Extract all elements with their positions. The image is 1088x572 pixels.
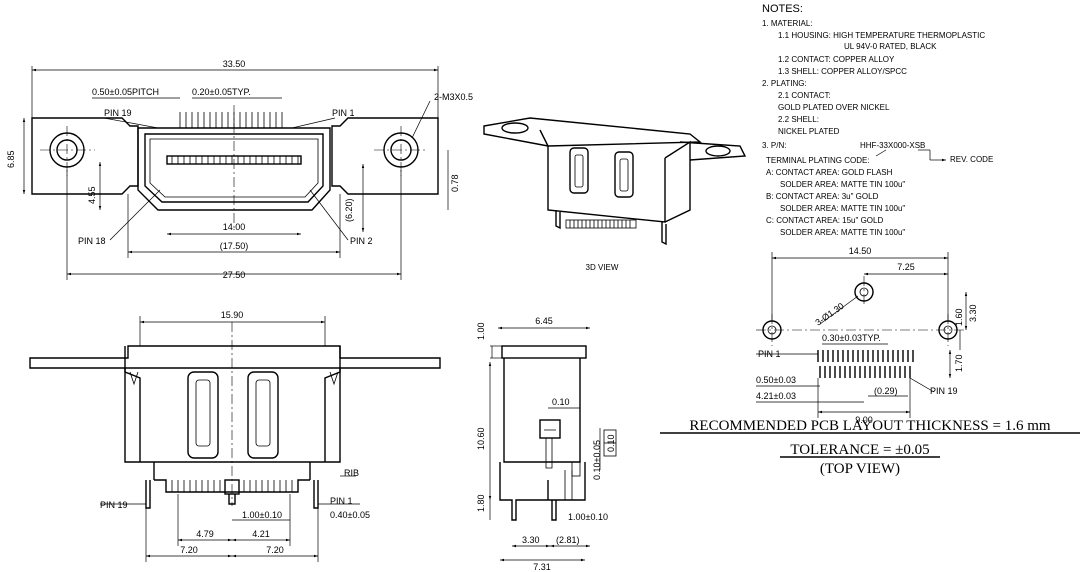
pcb-footer: RECOMMENDED PCB LAYOUT THICKNESS = 1.6 m…	[660, 418, 1080, 477]
note-line: B: CONTACT AREA: 3u" GOLD	[766, 192, 879, 201]
label-pin-2: PIN 2	[350, 236, 373, 246]
dim-bottom-width: 15.90	[221, 310, 244, 320]
label-pin-18: PIN 18	[78, 236, 106, 246]
dim-pcb-hole-offset: 1.60	[954, 308, 964, 326]
dim-side-flatness: 0.10±0.05	[592, 440, 602, 480]
footer-tolerance: TOLERANCE = ±0.05	[790, 442, 929, 458]
label-pcb-pin-1: PIN 1	[758, 349, 781, 359]
note-line: SOLDER AREA: MATTE TIN 100u"	[780, 204, 905, 213]
note-line: GOLD PLATED OVER NICKEL	[778, 103, 890, 112]
dim-pcb-half: 7.25	[897, 262, 915, 272]
dim-screw: 2-M3X0.5	[434, 92, 473, 102]
dim-opening-height: (6.20)	[344, 198, 354, 222]
note-line: 1.3 SHELL: COPPER ALLOY/SPCC	[778, 67, 907, 76]
front-view: 33.50 0.50±0.05PITCH 0.20±0.05TYP. 2-M3X…	[6, 59, 473, 280]
label-bottom-pin-19: PIN 19	[100, 500, 128, 510]
label-rib: RIB	[344, 468, 359, 478]
dim-side-left: 3.30	[522, 535, 540, 545]
label-pcb-pin-19: PIN 19	[930, 386, 958, 396]
dim-side-leg: 1.80	[476, 494, 486, 512]
bottom-view: 15.90 RIB 1.00±0.10 0.40±0.05 4.79 4.21 …	[29, 310, 441, 562]
dim-side-height: 10.60	[476, 427, 486, 450]
note-line: C: CONTACT AREA: 15u" GOLD	[766, 216, 883, 225]
caption-3d-view: 3D VIEW	[586, 263, 619, 272]
dim-side-total: 7.31	[533, 562, 551, 572]
dim-lower: 4.55	[87, 186, 97, 204]
view-3d: 3D VIEW	[483, 117, 747, 272]
dim-pcb-offset: 4.21±0.03	[756, 391, 796, 401]
side-view: 1.00 6.45 0.10 10.60 0.10±0.05 0.10 1.80…	[476, 316, 617, 572]
part-number: HHF-33X000-XSB	[860, 141, 925, 150]
dim-side-width: 6.45	[535, 316, 553, 326]
dim-pcb-pad-width: 0.30±0.03TYP.	[822, 333, 881, 343]
dim-pcb-row: 1.70	[954, 354, 964, 372]
dim-hole-distance: 27.50	[223, 270, 246, 280]
dim-bottom-half-left: 7.20	[180, 545, 198, 555]
dim-front-width: 33.50	[223, 59, 246, 69]
note-line: 1.2 CONTACT: COPPER ALLOY	[778, 55, 895, 64]
label-pin-1: PIN 1	[332, 108, 355, 118]
note-line: 2. PLATING:	[762, 79, 807, 88]
dim-pcb-holes: 3-Ø1.30	[813, 301, 845, 328]
note-line: 2.1 CONTACT:	[778, 91, 831, 100]
footer-thickness: RECOMMENDED PCB LAYOUT THICKNESS = 1.6 m…	[689, 418, 1050, 434]
note-line: TERMINAL PLATING CODE:	[766, 156, 870, 165]
dim-offset: 0.78	[450, 174, 460, 192]
note-line: 3. P/N:	[762, 141, 786, 150]
label-pin-19: PIN 19	[104, 108, 132, 118]
dim-pcb-hole-height: 3.30	[968, 304, 978, 322]
dim-bottom-pin: 0.40±0.05	[330, 510, 370, 520]
dim-pcb-pad-span: 9.00	[855, 415, 873, 425]
note-line: REV. CODE	[950, 155, 993, 164]
dim-pitch: 0.50±0.05PITCH	[92, 87, 159, 97]
dim-pin-width: 0.20±0.05TYP.	[192, 87, 251, 97]
dim-side-top: 1.00	[476, 322, 486, 340]
note-line: A: CONTACT AREA: GOLD FLASH	[766, 168, 893, 177]
notes-block: NOTES: 1. MATERIAL: 1.1 HOUSING: HIGH TE…	[762, 3, 993, 237]
notes-title: NOTES:	[762, 3, 803, 15]
dim-front-height: 6.85	[6, 150, 16, 168]
dim-tongue-width: 14.00	[223, 222, 246, 232]
dim-bottom-right: 4.21	[252, 529, 270, 539]
note-line: 1. MATERIAL:	[762, 19, 813, 28]
note-line: 1.1 HOUSING: HIGH TEMPERATURE THERMOPLAS…	[778, 31, 985, 40]
dim-side-pin: 1.00±0.10	[568, 512, 608, 522]
dim-bottom-pitch: 1.00±0.10	[242, 510, 282, 520]
dim-pcb-stagger: (0.29)	[874, 386, 898, 396]
dim-pcb-pitch: 0.50±0.03	[756, 375, 796, 385]
note-line: UL 94V-0 RATED, BLACK	[844, 42, 937, 51]
pad-row-top	[817, 350, 914, 378]
dim-bottom-left: 4.79	[196, 529, 214, 539]
dim-bottom-half-right: 7.20	[266, 545, 284, 555]
dim-side-flatness-box: 0.10	[606, 434, 616, 452]
dim-side-mid: (2.81)	[556, 535, 580, 545]
note-line: 2.2 SHELL:	[778, 115, 819, 124]
note-line: SOLDER AREA: MATTE TIN 100u"	[780, 228, 905, 237]
label-bottom-pin-1: PIN 1	[330, 496, 353, 506]
note-line: SOLDER AREA: MATTE TIN 100u"	[780, 180, 905, 189]
dim-shell-width: (17.50)	[220, 241, 249, 251]
dim-pcb-width: 14.50	[849, 246, 872, 256]
dim-side-gap: 0.10	[552, 397, 570, 407]
pcb-layout-view: 14.50 7.25 3-Ø1.30 1.60 3.30 0.30±0.03TY…	[756, 246, 978, 425]
footer-top-view: (TOP VIEW)	[820, 461, 900, 477]
note-line: NICKEL PLATED	[778, 127, 840, 136]
